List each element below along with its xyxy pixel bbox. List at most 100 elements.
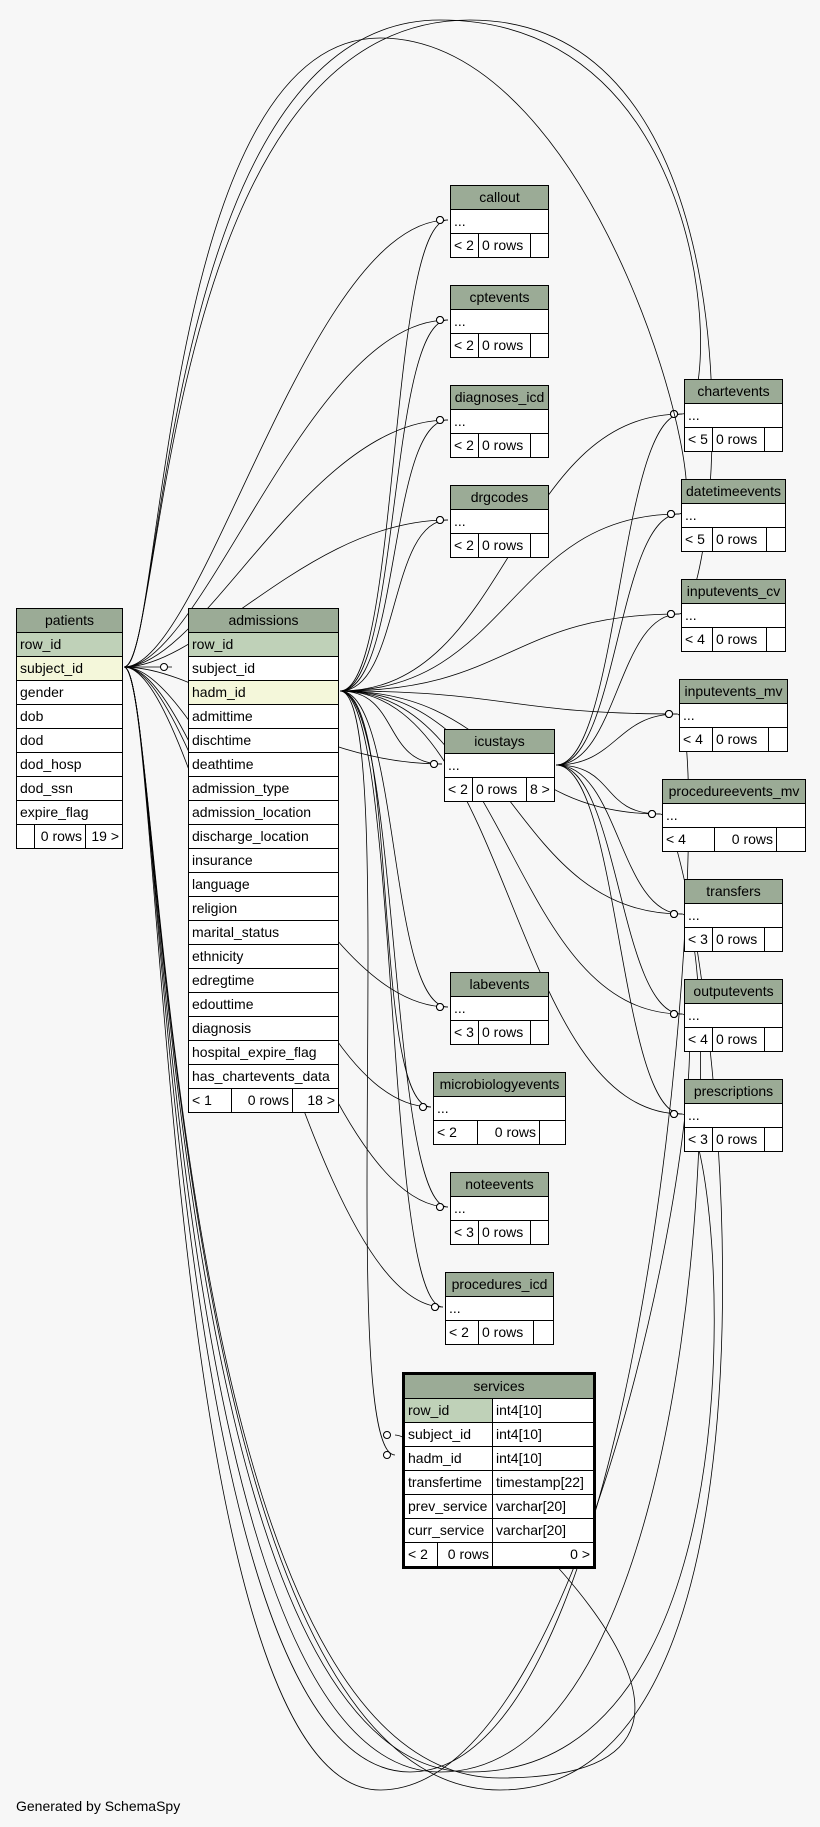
column-row[interactable]: has_chartevents_data	[189, 1065, 338, 1089]
table-header[interactable]: inputevents_mv	[680, 680, 787, 704]
column-name: ...	[454, 1000, 466, 1016]
cardinality-marker	[436, 316, 444, 324]
relationship-line	[339, 513, 680, 692]
table-chartevents[interactable]: chartevents ... < 5 0 rows	[684, 379, 783, 452]
column-row[interactable]: ...	[685, 404, 782, 428]
table-drgcodes[interactable]: drgcodes ... < 2 0 rows	[450, 485, 549, 558]
table-services[interactable]: services row_id int4[10] subject_id int4…	[402, 1372, 596, 1569]
table-header[interactable]: noteevents	[451, 1173, 548, 1197]
table-header[interactable]: microbiologyevents	[434, 1073, 565, 1097]
column-row[interactable]: expire_flag	[17, 801, 122, 825]
column-row[interactable]: ...	[445, 754, 554, 778]
table-admissions[interactable]: admissions row_id subject_id hadm_id adm…	[188, 608, 339, 1113]
column-row[interactable]: transfertime timestamp[22]	[405, 1471, 593, 1495]
table-inputevents-mv[interactable]: inputevents_mv ... < 4 0 rows	[679, 679, 788, 752]
column-row[interactable]: dod_hosp	[17, 753, 122, 777]
column-row[interactable]: subject_id	[189, 657, 338, 681]
column-row[interactable]: ...	[685, 1104, 782, 1128]
column-row[interactable]: ...	[451, 310, 548, 334]
table-header[interactable]: prescriptions	[685, 1080, 782, 1104]
column-row[interactable]: language	[189, 873, 338, 897]
column-row[interactable]: marital_status	[189, 921, 338, 945]
column-row[interactable]: ...	[682, 504, 785, 528]
column-row[interactable]: dischtime	[189, 729, 338, 753]
cardinality-marker	[667, 510, 675, 518]
table-header[interactable]: drgcodes	[451, 486, 548, 510]
table-procedureevents-mv[interactable]: procedureevents_mv ... < 4 0 rows	[662, 779, 806, 852]
table-inputevents-cv[interactable]: inputevents_cv ... < 4 0 rows	[681, 579, 786, 652]
column-row[interactable]: ethnicity	[189, 945, 338, 969]
column-row[interactable]: insurance	[189, 849, 338, 873]
column-row[interactable]: ...	[451, 210, 548, 234]
table-header[interactable]: callout	[451, 186, 548, 210]
table-header[interactable]: services	[405, 1375, 593, 1399]
column-row[interactable]: gender	[17, 681, 122, 705]
column-row[interactable]: row_id	[17, 633, 122, 657]
cardinality-marker	[670, 410, 678, 418]
footer-row-count: 0 rows	[713, 628, 767, 651]
table-header[interactable]: patients	[17, 609, 122, 633]
column-row[interactable]: prev_service varchar[20]	[405, 1495, 593, 1519]
table-header[interactable]: cptevents	[451, 286, 548, 310]
table-procedures-icd[interactable]: procedures_icd ... < 2 0 rows	[445, 1272, 554, 1345]
table-datetimeevents[interactable]: datetimeevents ... < 5 0 rows	[681, 479, 786, 552]
table-header[interactable]: inputevents_cv	[682, 580, 785, 604]
column-row[interactable]: subject_id	[17, 657, 122, 681]
column-row[interactable]: ...	[682, 604, 785, 628]
table-callout[interactable]: callout ... < 2 0 rows	[450, 185, 549, 258]
column-row[interactable]: ...	[680, 704, 787, 728]
table-header[interactable]: admissions	[189, 609, 338, 633]
table-cptevents[interactable]: cptevents ... < 2 0 rows	[450, 285, 549, 358]
column-row[interactable]: ...	[451, 1197, 548, 1221]
column-name: row_id	[405, 1399, 493, 1422]
column-row[interactable]: row_id int4[10]	[405, 1399, 593, 1423]
column-row[interactable]: ...	[451, 997, 548, 1021]
column-type: varchar[20]	[496, 1522, 567, 1538]
table-header[interactable]: datetimeevents	[682, 480, 785, 504]
table-microbiologyevents[interactable]: microbiologyevents ... < 2 0 rows	[433, 1072, 566, 1145]
table-header[interactable]: transfers	[685, 880, 782, 904]
column-row[interactable]: subject_id int4[10]	[405, 1423, 593, 1447]
table-header[interactable]: labevents	[451, 973, 548, 997]
column-row[interactable]: edouttime	[189, 993, 338, 1017]
table-icustays[interactable]: icustays ... < 2 0 rows 8 >	[444, 729, 555, 802]
table-header[interactable]: chartevents	[685, 380, 782, 404]
column-row[interactable]: admittime	[189, 705, 338, 729]
column-row[interactable]: ...	[434, 1097, 565, 1121]
column-row[interactable]: ...	[446, 1297, 553, 1321]
table-labevents[interactable]: labevents ... < 3 0 rows	[450, 972, 549, 1045]
table-outputevents[interactable]: outputevents ... < 4 0 rows	[684, 979, 783, 1052]
table-diagnoses-icd[interactable]: diagnoses_icd ... < 2 0 rows	[450, 385, 549, 458]
column-row[interactable]: ...	[685, 1004, 782, 1028]
column-row[interactable]: dod_ssn	[17, 777, 122, 801]
column-row[interactable]: deathtime	[189, 753, 338, 777]
column-row[interactable]: dod	[17, 729, 122, 753]
footer-parents: < 4	[663, 828, 715, 851]
footer-row-count: 0 rows	[473, 778, 527, 801]
column-row[interactable]: row_id	[189, 633, 338, 657]
table-header[interactable]: procedures_icd	[446, 1273, 553, 1297]
column-row[interactable]: religion	[189, 897, 338, 921]
column-row[interactable]: ...	[451, 410, 548, 434]
column-row[interactable]: hospital_expire_flag	[189, 1041, 338, 1065]
column-row[interactable]: edregtime	[189, 969, 338, 993]
table-header[interactable]: diagnoses_icd	[451, 386, 548, 410]
column-row[interactable]: discharge_location	[189, 825, 338, 849]
column-row[interactable]: admission_type	[189, 777, 338, 801]
column-row[interactable]: curr_service varchar[20]	[405, 1519, 593, 1543]
column-row[interactable]: hadm_id	[189, 681, 338, 705]
column-row[interactable]: ...	[451, 510, 548, 534]
table-transfers[interactable]: transfers ... < 3 0 rows	[684, 879, 783, 952]
table-header[interactable]: procedureevents_mv	[663, 780, 805, 804]
table-prescriptions[interactable]: prescriptions ... < 3 0 rows	[684, 1079, 783, 1152]
column-row[interactable]: admission_location	[189, 801, 338, 825]
column-row[interactable]: dob	[17, 705, 122, 729]
table-noteevents[interactable]: noteevents ... < 3 0 rows	[450, 1172, 549, 1245]
column-row[interactable]: ...	[663, 804, 805, 828]
table-header[interactable]: icustays	[445, 730, 554, 754]
table-header[interactable]: outputevents	[685, 980, 782, 1004]
column-row[interactable]: ...	[685, 904, 782, 928]
column-row[interactable]: diagnosis	[189, 1017, 338, 1041]
column-row[interactable]: hadm_id int4[10]	[405, 1447, 593, 1471]
table-patients[interactable]: patients row_id subject_id gender dob do…	[16, 608, 123, 849]
